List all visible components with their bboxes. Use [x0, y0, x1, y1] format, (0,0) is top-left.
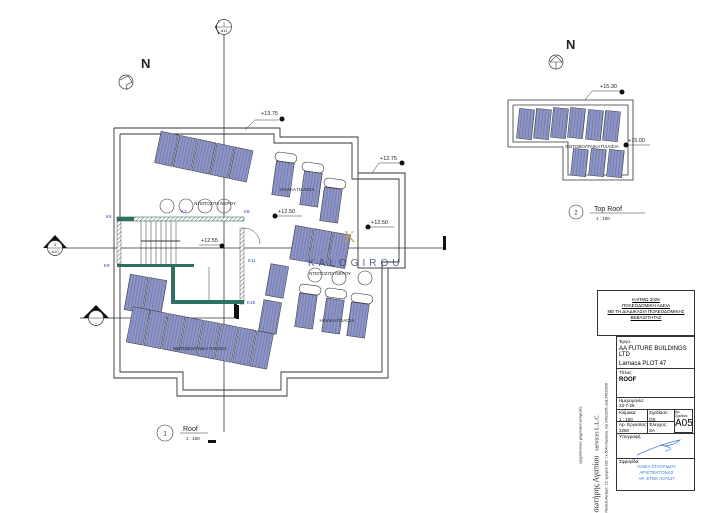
svg-text:1: 1: [223, 22, 226, 27]
top-roof-pv-panels: [516, 107, 625, 179]
stamp-field: Σφραγίδα: ΟΛΒΙΑ ΣΤΑΥΡΙΔΟΥ ΑΡΧΙΤΕΚΤΟΝΑΣ Α…: [619, 459, 694, 482]
north-arrow-icon: [118, 74, 134, 91]
svg-text:+15.30: +15.30: [600, 84, 617, 90]
pv-panel-group-middle: [289, 225, 351, 269]
svg-text:ΦΩΤΟΒΟΛΤΑΙΚΑ ΠΛΑΙΣΙΑ: ΦΩΤΟΒΟΛΤΑΙΚΑ ΠΛΑΙΣΙΑ: [173, 346, 226, 351]
section-marker-left-2[interactable]: –: [83, 305, 109, 326]
title-field: Τίτλος: ROOF: [619, 370, 637, 383]
title-block: Έργο: AA FUTURE BUILDINGS LTD Larnaca PL…: [616, 336, 695, 491]
svg-text:ΦΩΤΟΒΟΛΤΑΙΚΑ ΠΛΑΙΣΙΑ: ΦΩΤΟΒΟΛΤΑΙΚΑ ΠΛΑΙΣΙΑ: [565, 144, 618, 149]
svg-text:K: K: [344, 229, 356, 246]
water-tanks-2: [307, 267, 373, 286]
grid-tags: K6 K7 K8 K9 K11 K15: [104, 209, 256, 305]
north-label-2: N: [566, 37, 575, 52]
view-title-top-roof: 2 Top Roof 1 : 100: [568, 204, 645, 221]
svg-text:K6: K6: [106, 214, 112, 219]
roof-outline: [113, 127, 406, 397]
note-line: ΒΕΒΑΙΟΤΗΤΑΣ: [630, 315, 662, 320]
checked-field: Έλεγχος: SA: [649, 422, 668, 433]
date-field: Ημερομηνία: 23-7-25: [619, 398, 645, 408]
water-tanks-1: [159, 198, 232, 214]
permit-note-box: ΚΑΠΜΩ 2025 ΠΟΛΕΟΔΟΜΙΚΗ ΑΔΕΙΑ ΜΕ ΤΗ ΔΙΑΔΙ…: [597, 290, 695, 336]
svg-text:1 : 100: 1 : 100: [596, 216, 610, 221]
level-markers: +13.75 +12.75 +12.50 +12.50 +12.55: [199, 111, 405, 249]
svg-text:K11: K11: [248, 258, 256, 263]
section-marker-top[interactable]: 1 A11: [215, 19, 232, 36]
section-marker-left[interactable]: 1 A10: [43, 235, 67, 256]
svg-text:+13.75: +13.75: [261, 111, 278, 117]
company-logo: αρχιτέκτονες μηχανικοί εκτιμητές σωτήρης…: [577, 383, 609, 513]
svg-text:1 : 100: 1 : 100: [186, 436, 200, 441]
project-field: Έργο: AA FUTURE BUILDINGS LTD Larnaca PL…: [619, 339, 687, 367]
svg-text:ΝΤΕΠΟΖΙΤΑ ΝΕΡΟΥ: ΝΤΕΠΟΖΙΤΑ ΝΕΡΟΥ: [194, 201, 236, 206]
svg-text:A11: A11: [221, 28, 229, 33]
svg-text:1: 1: [163, 432, 167, 438]
svg-text:ΝΤΕΠΟΖΙΤΑ ΝΕΡΟΥ: ΝΤΕΠΟΖΙΤΑ ΝΕΡΟΥ: [309, 271, 351, 276]
annotations: ΝΤΕΠΟΖΙΤΑ ΝΕΡΟΥ ΝΤΕΠΟΖΙΤΑ ΝΕΡΟΥ ΗΛΙΑΚΑ Π…: [173, 144, 618, 351]
svg-text:+12.55: +12.55: [201, 238, 218, 244]
svg-text:–: –: [95, 320, 98, 325]
svg-text:Top Roof: Top Roof: [594, 206, 622, 213]
signature-field: Υπογραφή:: [619, 434, 642, 439]
job-field: Αρ. Εργασίας: 2260: [619, 422, 648, 433]
svg-text:+12.50: +12.50: [371, 220, 388, 226]
north-arrow-icon: [548, 54, 564, 70]
architect-stamp: ΟΛΒΙΑ ΣΤΑΥΡΙΔΟΥ ΑΡΧΙΤΕΚΤΟΝΑΣ ΑΡ. ΕΤΕΚ Α0…: [636, 464, 677, 481]
solar-panels-upper: [271, 160, 343, 224]
svg-text:KALOGIROU: KALOGIROU: [308, 258, 403, 269]
svg-text:Roof: Roof: [183, 426, 198, 433]
drawn-field: Σχεδίασε: OS: [649, 410, 669, 422]
svg-text:+12.75: +12.75: [380, 156, 397, 162]
top-roof-outline: [507, 99, 634, 181]
pv-panel-group-top-left: [154, 130, 254, 183]
svg-text:K8: K8: [244, 209, 250, 214]
roof-plan-drawing: 1 A11 1 A10 – N N: [43, 19, 650, 443]
svg-text:A10: A10: [51, 249, 59, 254]
svg-text:ΗΛΙΑΚΑ ΠΛΑΙΣΙΑ: ΗΛΙΑΚΑ ΠΛΑΙΣΙΑ: [279, 187, 314, 192]
svg-text:+12.50: +12.50: [278, 209, 295, 215]
svg-text:K15: K15: [247, 300, 256, 305]
pv-panel-group-bottom: [125, 306, 274, 370]
note-line: ΚΑΠΜΩ 2025: [632, 297, 660, 302]
scale-field: Κλίμακα: 1 : 100: [619, 410, 637, 422]
north-label: N: [141, 56, 150, 71]
stair-core: [116, 216, 261, 318]
svg-text:ΗΛΙΑΚΑ ΠΛΑΙΣΙΑ: ΗΛΙΑΚΑ ΠΛΑΙΣΙΑ: [319, 318, 354, 323]
note-line: ΜΕ ΤΗ ΔΙΑΔΙΚΑΣΙΑ ΠΟΛΕΟΔΟΜΙΚΗΣ: [607, 309, 685, 314]
signature-icon: [636, 439, 682, 456]
svg-text:2: 2: [574, 211, 578, 217]
svg-text:K7: K7: [181, 209, 187, 214]
svg-text:K9: K9: [104, 263, 110, 268]
kalogirou-watermark: K KALOGIROU: [308, 229, 403, 269]
svg-text:+15.00: +15.00: [628, 138, 645, 144]
note-line: ΠΟΛΕΟΔΟΜΙΚΗ ΑΔΕΙΑ: [621, 303, 670, 308]
sheet-number-field: Αρ. Σχεδίου: A05: [674, 409, 693, 433]
pv-panel-group-left: [123, 273, 168, 317]
svg-text:1: 1: [54, 242, 57, 247]
solar-panels-lower: [258, 263, 370, 339]
top-roof-levels: +15.30 +15.00: [584, 84, 650, 148]
view-title-roof: 1 Roof 1 : 100: [156, 424, 208, 442]
